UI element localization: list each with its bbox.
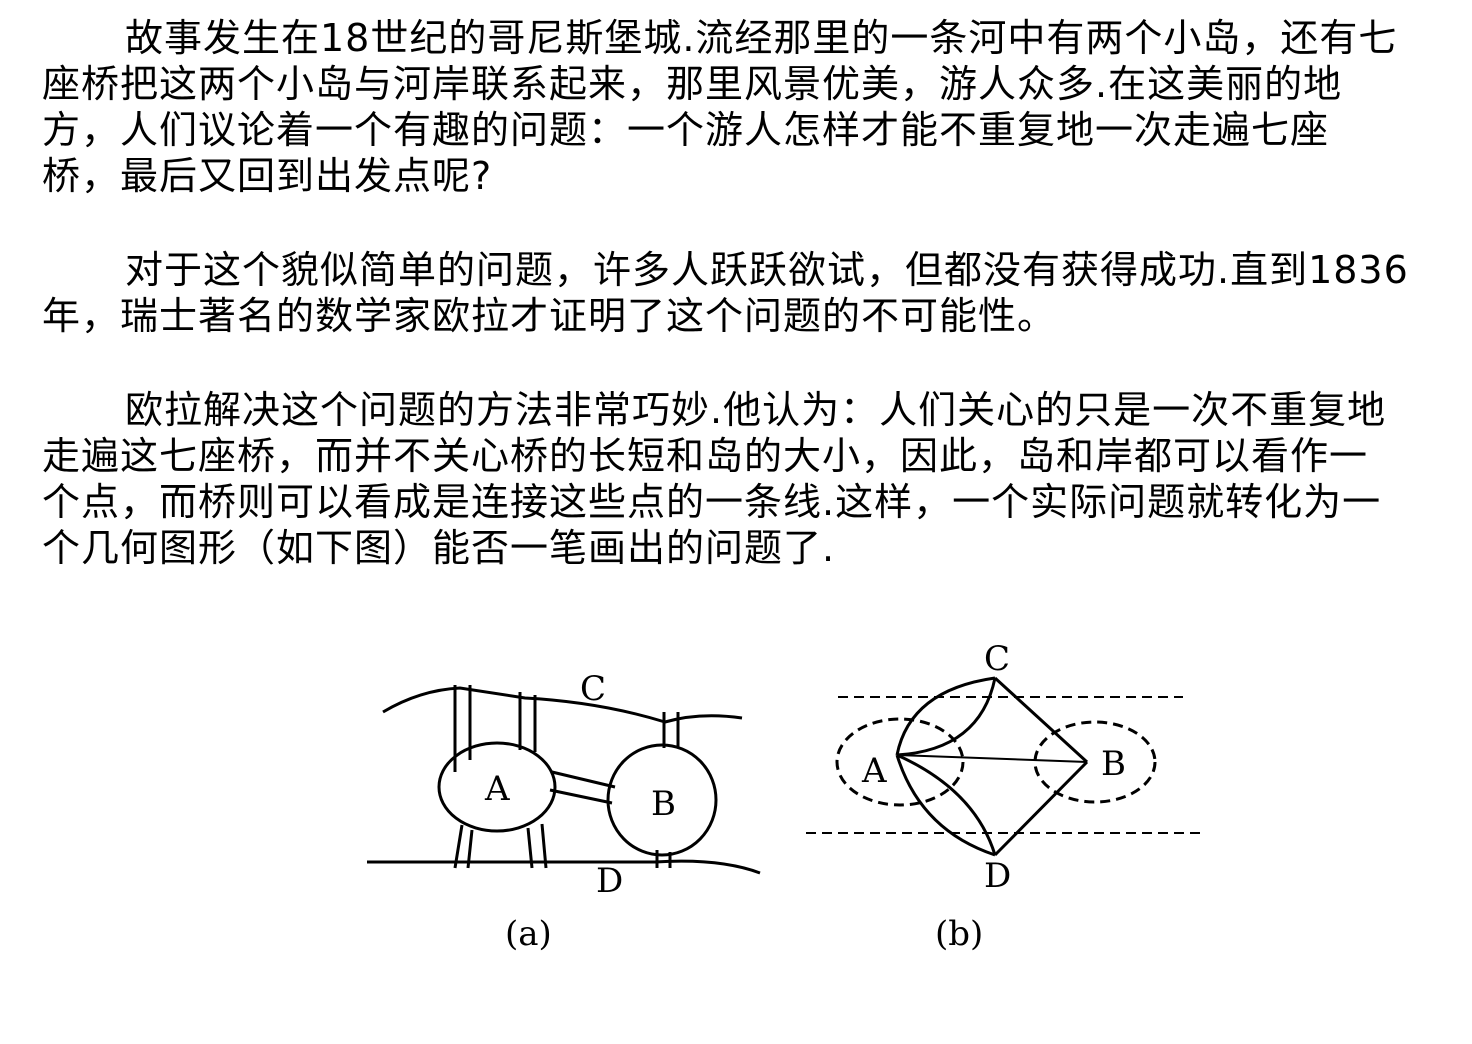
label-d: D [596, 861, 623, 901]
text-line: 对于这个貌似简单的问题，许多人跃跃欲试，但都没有获得成功.直到1836 [125, 248, 1409, 292]
text-line: 座桥把这两个小岛与河岸联系起来，那里风景优美，游人众多.在这美丽的地 [42, 62, 1343, 106]
label-c: C [580, 669, 606, 709]
label-d: D [984, 856, 1011, 896]
island-a [437, 741, 557, 833]
label-c: C [984, 639, 1010, 679]
text-line: 个点，而桥则可以看成是连接这些点的一条线.这样，一个实际问题就转化为一 [42, 480, 1382, 524]
island-b [606, 743, 718, 857]
text-line: 年，瑞士著名的数学家欧拉才证明了这个问题的不可能性。 [42, 294, 1057, 338]
label-a: A [484, 769, 510, 809]
south-bank [367, 859, 761, 875]
island-a-dashed [835, 717, 965, 807]
text-line: 欧拉解决这个问题的方法非常巧妙.他认为：人们关心的只是一次不重复地 [125, 388, 1387, 432]
text-line: 方，人们议论着一个有趣的问题：一个游人怎样才能不重复地一次走遍七座 [42, 108, 1330, 152]
figure-a-river-map: C A B D (a) [367, 669, 761, 954]
edges [895, 676, 1089, 857]
text-line: 走遍这七座桥，而并不关心桥的长短和岛的大小，因此，岛和岸都可以看作一 [42, 434, 1369, 478]
figure-b-graph: C A B D (b) [806, 639, 1205, 954]
north-bank [382, 686, 743, 724]
text-line: 桥，最后又回到出发点呢? [42, 154, 493, 198]
text-line: 故事发生在18世纪的哥尼斯堡城.流经那里的一条河中有两个小岛，还有七 [125, 16, 1398, 60]
caption-a: (a) [505, 914, 552, 954]
island-b-dashed [1033, 720, 1157, 804]
caption-b: (b) [935, 914, 983, 954]
label-b: B [1101, 744, 1126, 784]
label-a: A [861, 751, 887, 791]
text-line: 个几何图形（如下图）能否一笔画出的问题了. [42, 526, 836, 570]
label-b: B [651, 784, 676, 824]
bridges [453, 685, 680, 869]
